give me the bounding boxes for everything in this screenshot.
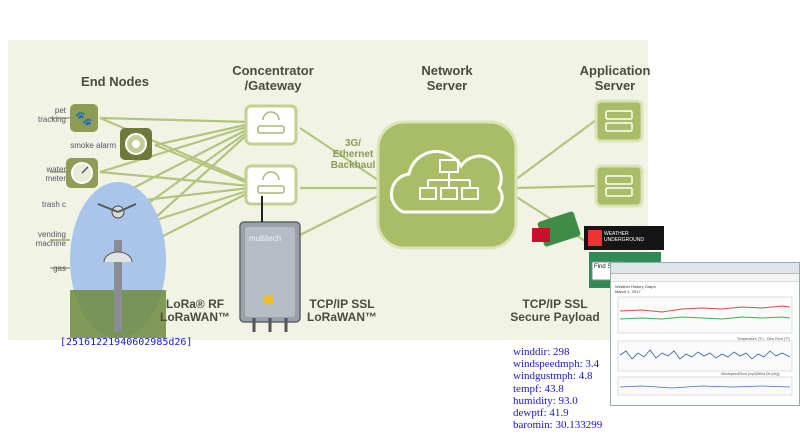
wu-find-station: Find St [594, 264, 614, 270]
reading-windspeed: windspeedmph: 3.4 [513, 358, 600, 371]
reading-winddir: winddir: 298 [513, 346, 570, 358]
col-end-nodes: End Nodes [81, 74, 149, 89]
graph-legend-winddir: Wind Dir (deg) [757, 372, 780, 376]
weather-graph-screenshot: Weather History Graph March 1, 2017 Temp… [610, 262, 800, 406]
svg-text:🐾: 🐾 [75, 111, 92, 127]
reading-dewpoint: dewptf: 41.9 [513, 407, 569, 420]
app-server-icon-1 [594, 99, 644, 143]
label-water-meter: water meter [45, 165, 66, 183]
graph-legend-dew: Dew Point (°F) [767, 337, 790, 341]
label-pet-tracking: pet tracking [37, 106, 66, 124]
graph-legend-wind: Windspeed/Gust (mph) [721, 372, 757, 376]
col-app-server: Application Server [579, 63, 651, 93]
station-id: [25161221940602985d26] [60, 337, 193, 348]
browser-titlebar [611, 263, 799, 274]
graph-legend-temp: Temperature (°F) [737, 337, 764, 341]
col-gateway: Concentrator /Gateway [232, 63, 314, 93]
label-tcp-gateway: TCP/IP SSL LoRaWAN™ [307, 297, 377, 324]
gateway-icon-2 [244, 164, 298, 206]
reading-barometer: baromin: 30.133299 [513, 419, 603, 432]
graph-title: Weather History Graph [615, 284, 656, 289]
reading-humidity: humidity: 93.0 [513, 394, 578, 407]
reading-temp: tempf: 43.8 [513, 382, 564, 395]
wu-logo-text: WEATHER UNDERGROUND [604, 231, 644, 243]
label-gas: gas [53, 264, 66, 273]
lora-module [532, 228, 550, 242]
backhaul-label: 3G/ Ethernet Backhaul [330, 138, 376, 171]
browser-address-bar [611, 274, 799, 282]
reading-windgust: windgustmph: 4.8 [513, 370, 593, 383]
col-network-server: Network Server [421, 63, 473, 93]
label-vending-machine: vending machine [35, 230, 66, 248]
org-chart-icon [419, 159, 479, 200]
gateway-icon-1 [244, 104, 298, 146]
network-server-box [376, 120, 518, 250]
label-lora-rf: LoRa® RF LoRaWAN™ [160, 297, 230, 324]
label-smoke-alarm: smoke alarm [70, 141, 116, 150]
weather-graph [617, 296, 793, 396]
graph-date: March 1, 2017 [615, 289, 641, 294]
sensor-readout: winddir: 298 windspeedmph: 3.4 windgustm… [513, 346, 602, 431]
paw-icon [70, 104, 98, 132]
app-server-icon-2 [594, 164, 644, 208]
cloud-icon [389, 149, 504, 214]
label-tcp-app: TCP/IP SSL Secure Payload [510, 297, 600, 324]
gateway-brand: multitech [249, 234, 282, 243]
label-trash: trash c [41, 200, 66, 209]
